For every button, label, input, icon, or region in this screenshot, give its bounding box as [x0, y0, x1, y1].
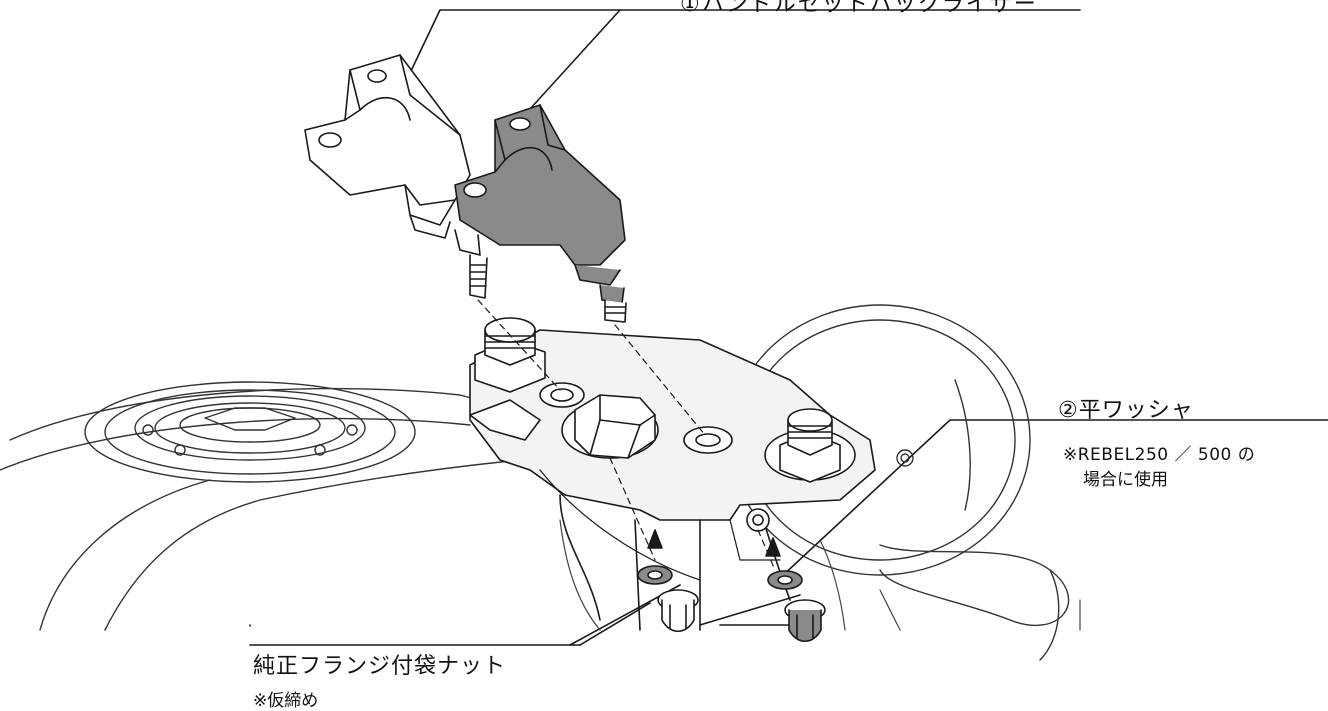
washer-usage-note: ※REBEL250 ／ 500 の [1063, 445, 1256, 465]
nut-callout-label: 純正フランジ付袋ナット [253, 654, 507, 679]
washer-callout-label: ②平ワッシャ [1058, 398, 1194, 423]
left-stem-bolt [469, 317, 546, 441]
flange-cap-nuts [657, 589, 826, 643]
nut-tightening-note: ※仮締め [253, 691, 319, 711]
fuel-tank [0, 381, 546, 631]
right-stem-bolt [746, 408, 856, 532]
alignment-guides [477, 299, 776, 571]
frame-lower [559, 519, 1081, 631]
flat-washers [637, 565, 803, 590]
riser-callout-label: ①ハンドルセットバックライザー [680, 0, 1038, 17]
riser-gray [454, 104, 627, 323]
center-stem-nut [561, 394, 659, 459]
bridge-holes [539, 382, 733, 454]
riser-white [304, 54, 488, 299]
washer-usage-note-continued: 場合に使用 [1083, 470, 1168, 490]
top-bridge [469, 329, 876, 631]
arrows [647, 529, 781, 557]
